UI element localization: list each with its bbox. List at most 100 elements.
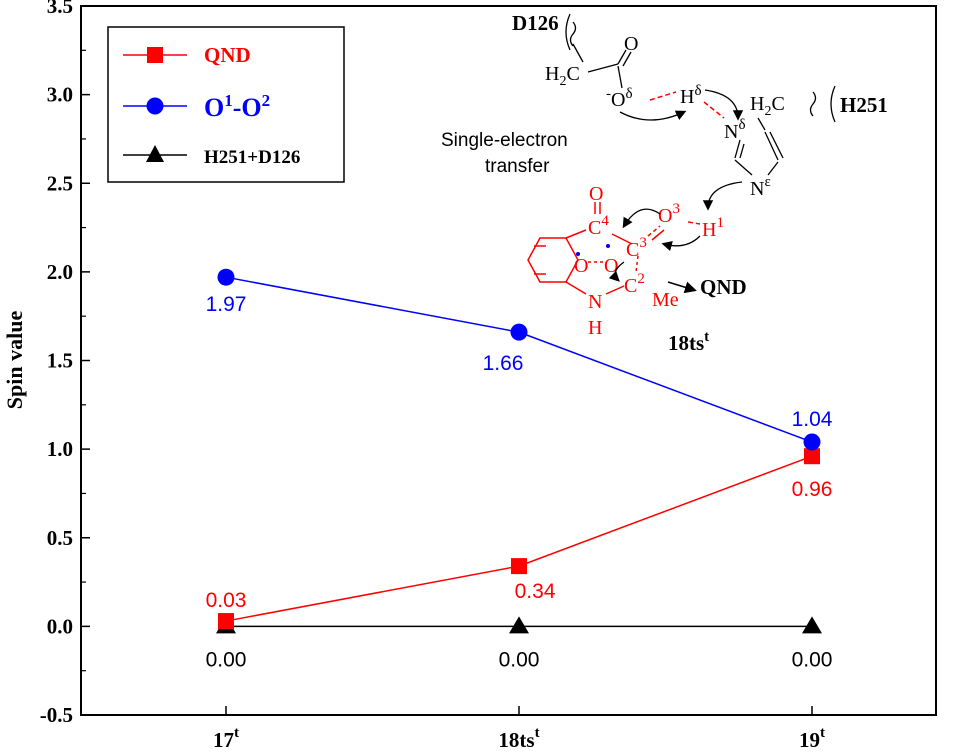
scheme-h251-label: H251 xyxy=(840,93,888,117)
scheme-o-delta: -Oδ xyxy=(606,86,633,111)
scheme-o-top-qnd: O xyxy=(589,183,603,205)
scheme-carboxyl-double-2 xyxy=(622,51,632,67)
scheme-carboxyl-double-1 xyxy=(617,49,627,65)
scheme-c3-o3-2 xyxy=(651,229,665,241)
scheme-ring-double-2 xyxy=(769,131,784,159)
scheme-c4-c3 xyxy=(611,233,633,245)
scheme-set-line-2: transfer xyxy=(485,156,550,177)
qnd-point xyxy=(511,558,527,575)
y-tick-label: 3.0 xyxy=(47,83,73,107)
scheme-c3-label: C3 xyxy=(626,235,647,261)
scheme-hbond-h-n xyxy=(703,101,725,119)
y-tick-label: -0.5 xyxy=(40,703,73,727)
scheme-h-delta: Hδ xyxy=(680,83,702,108)
y-tick-label: 3.5 xyxy=(47,0,73,18)
scheme-radical-dot-1 xyxy=(576,252,580,256)
x-tick-label: 17t xyxy=(213,725,239,752)
scheme-c3-c2 xyxy=(635,255,639,273)
y-axis: -0.50.00.51.01.52.02.53.03.5 xyxy=(40,0,90,727)
scheme-c4-label: C4 xyxy=(588,213,609,239)
scheme-h251-wavy-bond xyxy=(809,91,817,117)
scheme-ts-label: 18tst xyxy=(668,329,709,355)
scheme-arrow-to-qnd xyxy=(667,281,697,294)
scheme-o-b-label: O xyxy=(604,255,618,277)
legend-qnd-marker xyxy=(147,47,163,63)
scheme-d126-label: D126 xyxy=(512,11,559,35)
scheme-ring-bond-1 xyxy=(757,117,766,131)
scheme-h1-label: H1 xyxy=(702,215,724,241)
scheme-h251-bracket xyxy=(830,85,836,123)
x-axis: 17t 18tst 19t xyxy=(213,706,825,752)
scheme-d126-bracket xyxy=(565,13,571,51)
legend: QND O1-O2 H251+D126 xyxy=(107,26,345,183)
scheme-n-to-c2 xyxy=(605,285,625,295)
data-label: 0.96 xyxy=(792,478,833,501)
data-label: 0.00 xyxy=(792,648,833,671)
h251-d126-point xyxy=(802,616,822,634)
scheme-d126-wavy-bond xyxy=(569,21,577,47)
scheme-c2-label: C2 xyxy=(624,271,645,297)
scheme-c3-o3-1 xyxy=(647,225,661,237)
scheme-ring-double-1 xyxy=(739,143,745,159)
scheme-d126-bond-2 xyxy=(587,63,619,73)
legend-item-o1-o2: O1-O2 xyxy=(123,91,270,122)
y-tick-label: 2.5 xyxy=(47,171,73,195)
data-label: 0.34 xyxy=(515,580,556,603)
scheme-qnd-molecule xyxy=(527,202,701,295)
scheme-set-line-1: Single-electron xyxy=(441,130,568,151)
y-tick-label: 0.0 xyxy=(47,614,73,638)
scheme-ring-bond-5 xyxy=(767,161,779,176)
scheme-ring-to-c4 xyxy=(565,229,587,239)
y-axis-title: Spin value xyxy=(2,311,27,410)
scheme-arrow-oo-cleave xyxy=(608,261,625,282)
qnd-point xyxy=(218,613,234,630)
scheme-h251-ch2: H2C xyxy=(750,93,785,119)
scheme-qnd-label: QND xyxy=(700,275,747,299)
legend-item-qnd: QND xyxy=(123,43,251,67)
scheme-me-label: Me xyxy=(652,289,679,311)
scheme-o3-h1 xyxy=(687,221,701,225)
data-label: 1.66 xyxy=(483,352,524,375)
x-tick-label: 19t xyxy=(799,725,825,752)
legend-h251-marker xyxy=(146,145,164,162)
data-label: 0.03 xyxy=(206,589,247,612)
qnd-point xyxy=(804,448,820,465)
o1-o2-point xyxy=(510,323,528,341)
scheme-nh-n: N xyxy=(588,291,602,313)
legend-h251-label: H251+D126 xyxy=(204,147,300,168)
data-label: 0.00 xyxy=(206,648,247,671)
scheme-d126-bond-1 xyxy=(572,43,584,63)
y-tick-label: 1.0 xyxy=(47,437,73,461)
scheme-n-delta: Nδ xyxy=(724,117,746,143)
scheme-o-a-label: O xyxy=(574,255,588,277)
scheme-ring-to-n xyxy=(565,281,587,295)
scheme-radical-dot-2 xyxy=(606,244,610,248)
scheme-arrow-h1-to-c3 xyxy=(661,235,701,252)
x-tick-label: 18tst xyxy=(498,725,539,752)
data-label: 1.97 xyxy=(206,293,247,316)
scheme-arrow-h-to-n xyxy=(704,89,744,121)
scheme-arrow-n-to-h1 xyxy=(702,181,743,211)
scheme-hbond-o-h xyxy=(649,91,677,101)
o1-o2-point xyxy=(803,433,821,451)
h251-d126-point xyxy=(509,616,529,634)
legend-o1o2-label: O1-O2 xyxy=(204,91,270,122)
scheme-ring-bond-2 xyxy=(734,139,741,159)
legend-qnd-label: QND xyxy=(204,43,251,67)
y-tick-label: 1.5 xyxy=(47,349,73,373)
scheme-arrow-o3-to-c4 xyxy=(622,208,661,229)
scheme-o3-label: O3 xyxy=(658,201,680,227)
reaction-scheme: D126 H2C O -Oδ Hδ Nδ H2C H251 Nε Single-… xyxy=(441,11,888,355)
data-label: 0.00 xyxy=(499,648,540,671)
scheme-d126-ch2: H2C xyxy=(545,63,580,89)
legend-item-h251-d126: H251+D126 xyxy=(123,145,300,168)
scheme-nh-h: H xyxy=(588,317,602,339)
y-tick-label: 2.0 xyxy=(47,260,73,284)
o1-o2-point xyxy=(217,268,235,286)
scheme-ring-bond-4 xyxy=(764,131,779,161)
legend-o1o2-marker xyxy=(146,97,164,115)
scheme-n-eps: Nε xyxy=(750,174,771,200)
scheme-arrow-o-to-h xyxy=(619,110,687,121)
